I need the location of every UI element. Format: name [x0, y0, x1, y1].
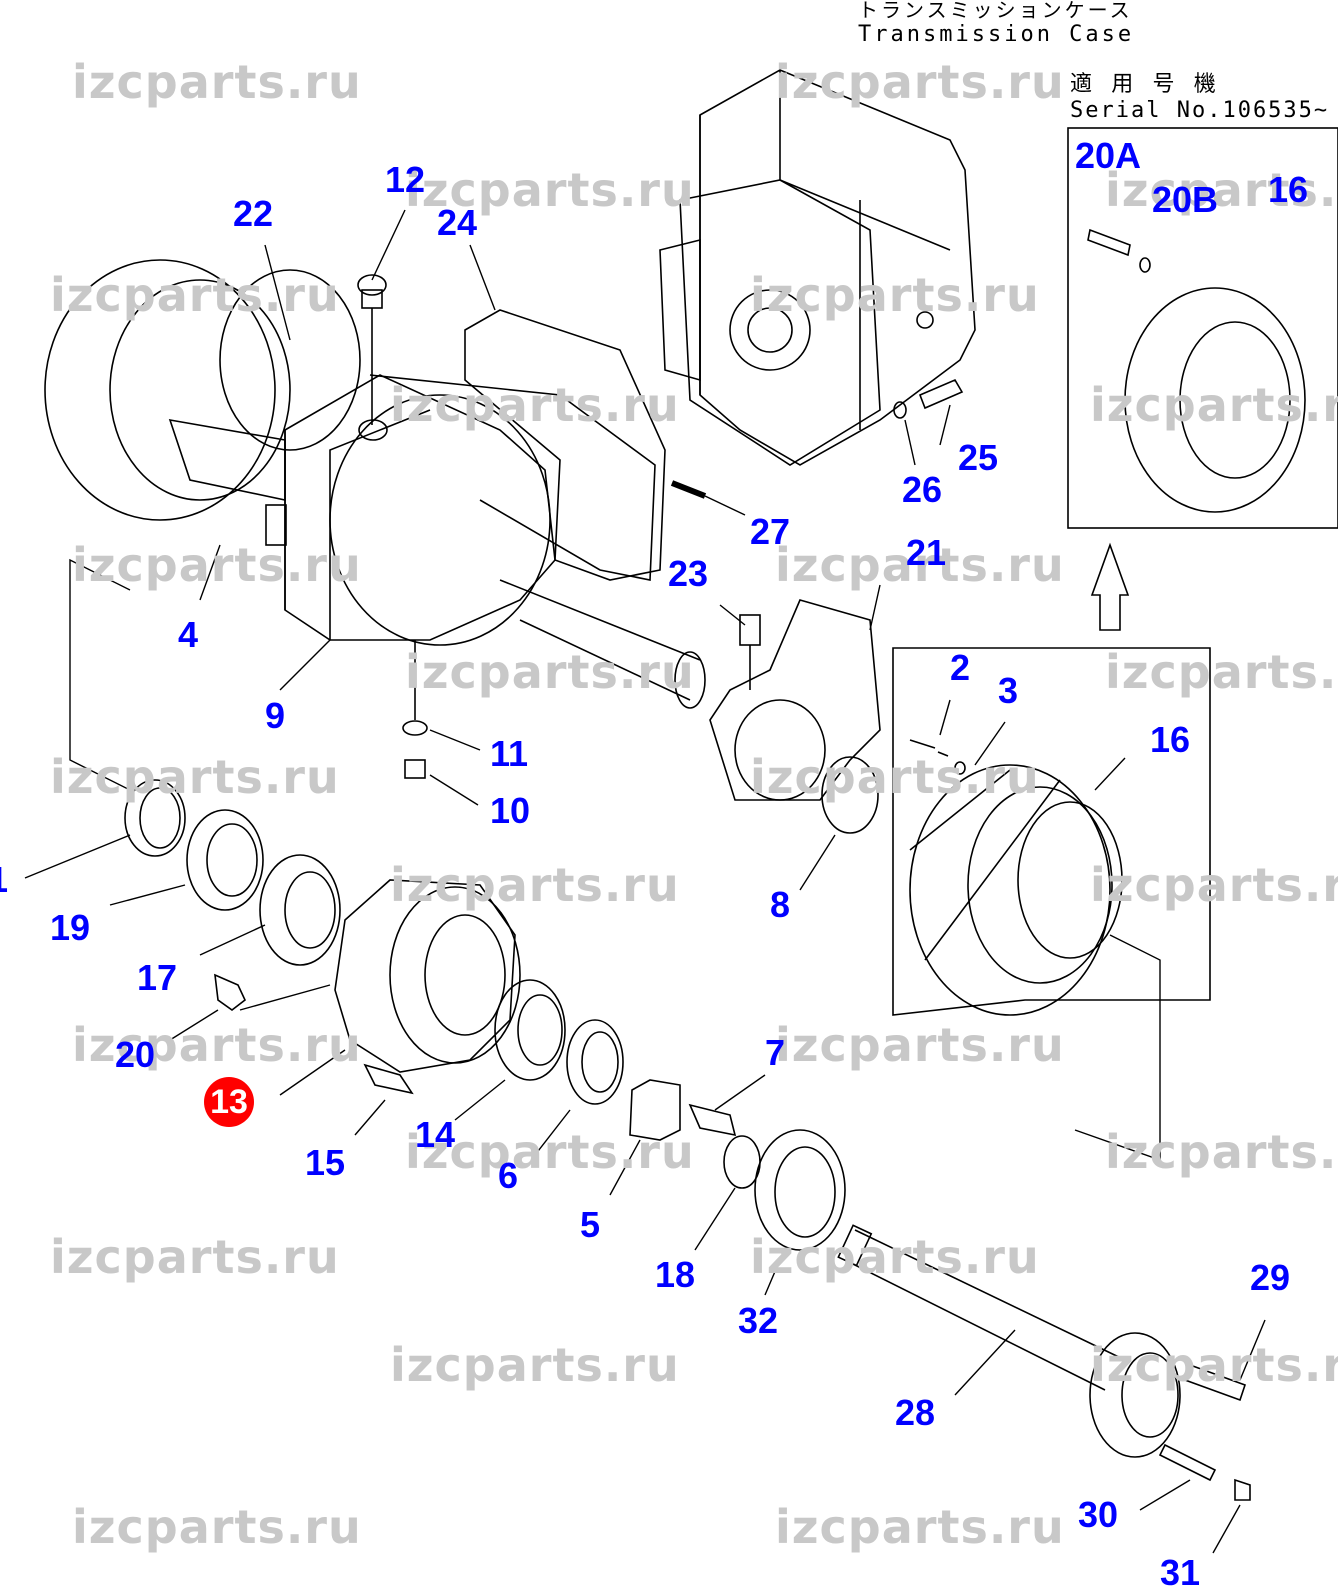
watermark: izcparts.ru	[50, 268, 340, 322]
callout-29[interactable]: 29	[1250, 1257, 1291, 1298]
inset-callout-16[interactable]: 16	[1268, 169, 1309, 210]
callout-20[interactable]: 20	[115, 1034, 156, 1075]
callout-5[interactable]: 5	[580, 1204, 601, 1245]
watermark: izcparts.ru	[72, 538, 362, 592]
callout-15[interactable]: 15	[305, 1142, 346, 1183]
inset-callout-20A[interactable]: 20A	[1075, 135, 1142, 176]
bolt-25-drawing	[670, 378, 964, 499]
transmission-case-drawing	[659, 69, 976, 466]
leader-lines	[24, 209, 1266, 1554]
watermark: izcparts.ru	[405, 645, 695, 699]
hub-13-drawing	[334, 879, 521, 1095]
callout-4[interactable]: 4	[178, 614, 199, 655]
left-hub-drawing	[44, 259, 361, 521]
callout-10[interactable]: 10	[490, 790, 531, 831]
callout-7[interactable]: 7	[765, 1032, 786, 1073]
callout-18[interactable]: 18	[655, 1254, 696, 1295]
watermark: izcparts.ru	[405, 163, 695, 217]
watermark: izcparts.ru	[50, 750, 340, 804]
watermark: izcparts.ru	[390, 858, 680, 912]
callout-19[interactable]: 19	[50, 907, 91, 948]
inset-callout-20B[interactable]: 20B	[1152, 179, 1219, 220]
diagram-title: Transmission Case	[858, 22, 1135, 47]
callout-17[interactable]: 17	[137, 957, 178, 998]
callout-16[interactable]: 16	[1150, 719, 1191, 760]
serial-jp: 適 用 号 機	[1070, 72, 1219, 97]
callout-14[interactable]: 14	[415, 1114, 456, 1155]
jp-title: トランスミッションケース	[858, 0, 1133, 22]
watermark: izcparts.ru	[1090, 378, 1338, 432]
watermark: izcparts.ru	[775, 1018, 1065, 1072]
watermark: izcparts.ru	[1105, 163, 1338, 217]
plug-12-drawing	[357, 274, 388, 441]
drain-plug-drawing	[402, 640, 428, 779]
watermark: izcparts.ru	[1105, 1125, 1338, 1179]
watermark: izcparts.ru	[775, 55, 1065, 109]
watermark: izcparts.ru	[1090, 1338, 1338, 1392]
watermark: izcparts.ru	[750, 1230, 1040, 1284]
watermark: izcparts.ru	[50, 1230, 340, 1284]
callout-24[interactable]: 24	[437, 202, 478, 243]
outer-parts-drawing	[494, 979, 846, 1251]
o-ring-8-drawing	[821, 756, 879, 834]
callout-12[interactable]: 12	[385, 159, 426, 200]
callout-27[interactable]: 27	[750, 511, 791, 552]
watermark: izcparts.ru	[750, 750, 1040, 804]
watermark: izcparts.ru	[390, 1338, 680, 1392]
axle-housing-drawing	[265, 374, 706, 709]
drum-16-drawing	[892, 647, 1211, 1016]
callout-6[interactable]: 6	[498, 1155, 519, 1196]
watermark: izcparts.ru	[390, 378, 680, 432]
bearing-stack-drawing	[124, 779, 341, 1011]
serial-number: Serial No.106535~	[1070, 98, 1330, 123]
callout-28[interactable]: 28	[895, 1392, 936, 1433]
callout-3[interactable]: 3	[998, 670, 1019, 711]
callout-21[interactable]: 21	[906, 532, 947, 573]
bracket-21-drawing	[709, 599, 881, 801]
watermark: izcparts.ru	[1105, 645, 1338, 699]
watermark: izcparts.ru	[72, 1018, 362, 1072]
callout-9[interactable]: 9	[265, 695, 286, 736]
callout-1-partial[interactable]: 1	[0, 862, 8, 898]
callout-25[interactable]: 25	[958, 437, 999, 478]
callout-26[interactable]: 26	[902, 469, 943, 510]
watermark: izcparts.ru	[405, 1125, 695, 1179]
callout-23[interactable]: 23	[668, 553, 709, 594]
serial-inset-drawing	[1067, 127, 1338, 631]
callout-8[interactable]: 8	[770, 884, 791, 925]
watermark: izcparts.ru	[775, 538, 1065, 592]
callout-32[interactable]: 32	[738, 1300, 779, 1341]
axle-shaft-28-drawing	[837, 1224, 1251, 1501]
callout-11[interactable]: 11	[490, 733, 529, 774]
watermark: izcparts.ru	[72, 55, 362, 109]
callout-2[interactable]: 2	[950, 647, 971, 688]
callout-30[interactable]: 30	[1078, 1494, 1119, 1535]
watermark: izcparts.ru	[750, 268, 1040, 322]
highlighted-callout-13[interactable]: 13	[204, 1077, 254, 1127]
callout-31[interactable]: 31	[1160, 1552, 1201, 1593]
watermark: izcparts.ru	[72, 1500, 362, 1554]
watermark: izcparts.ru	[775, 1500, 1065, 1554]
watermark: izcparts.ru	[1090, 858, 1338, 912]
callout-22[interactable]: 22	[233, 193, 274, 234]
gasket-24-drawing	[464, 309, 666, 581]
